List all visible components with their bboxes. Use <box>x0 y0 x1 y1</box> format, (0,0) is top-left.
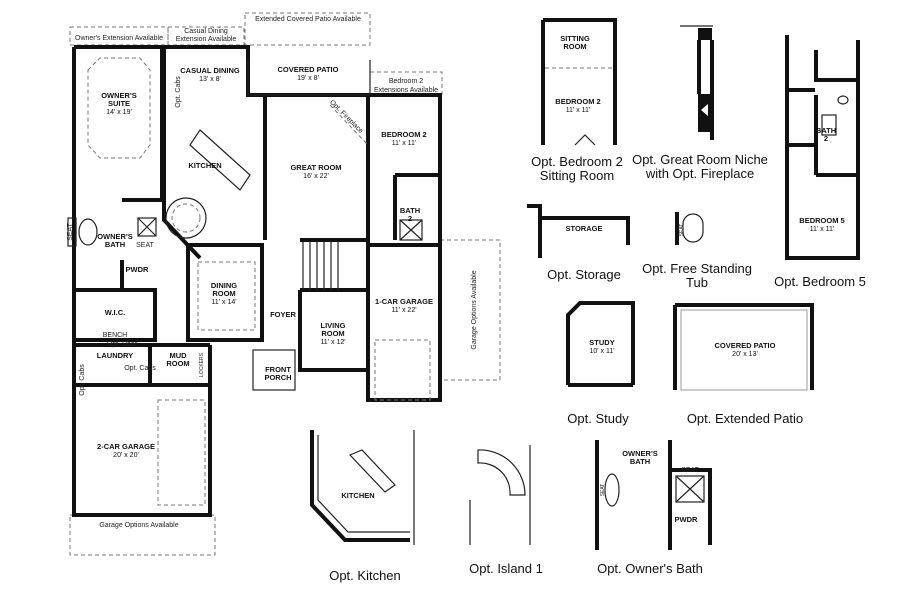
opt-kitchen-label: KITCHEN <box>341 491 374 500</box>
option-great-room-niche: Opt. Great Room Niche with Opt. Fireplac… <box>632 25 768 181</box>
caption-tub-2: Tub <box>686 275 708 290</box>
owners-extension-note: Owner's Extension Available <box>75 35 163 42</box>
two-car-garage-label: 2-CAR GARAGE <box>97 442 155 451</box>
option-bedroom2-sitting-room: SITTING ROOM BEDROOM 2 11' x 11' Opt. Be… <box>531 18 623 183</box>
opt-door-note: Opt. Door <box>107 341 138 348</box>
mud-room-label-2: ROOM <box>166 359 189 368</box>
one-car-garage-dim: 11' x 22' <box>391 307 416 314</box>
front-porch-label: FRONT <box>265 365 291 374</box>
bedroom2-label: BEDROOM 2 <box>381 130 426 139</box>
storage-label: STORAGE <box>566 224 603 233</box>
wic-label: W.I.C. <box>105 308 125 317</box>
lockers-note: LOCKERS <box>199 352 205 377</box>
opt-covered-patio-dim: 20' x 13' <box>732 351 758 358</box>
option-bedroom5: BATH 2 BEDROOM 5 11' x 11' Opt. Bedroom … <box>774 35 866 289</box>
bath2-opt-label: BATH <box>816 126 836 135</box>
great-room-label: GREAT ROOM <box>290 163 341 172</box>
caption-kitchen: Opt. Kitchen <box>329 568 401 583</box>
caption-bedroom2-sitting-2: Sitting Room <box>540 168 614 183</box>
opt-cabs-laundry-note-2: Opt. Cabs <box>124 365 156 372</box>
seat-note-2: SEAT <box>67 222 74 240</box>
caption-owners-bath: Opt. Owner's Bath <box>597 561 703 576</box>
mud-room-label: MUD <box>169 351 187 360</box>
option-extended-patio: COVERED PATIO 20' x 13' Opt. Extended Pa… <box>673 303 814 426</box>
opt-pwdr-label: PWDR <box>675 515 698 524</box>
bedroom2-opt-label: BEDROOM 2 <box>555 97 600 106</box>
dining-room-dim: 11' x 14' <box>211 299 236 306</box>
caption-bedroom2-sitting: Opt. Bedroom 2 <box>531 154 623 169</box>
caption-tub: Opt. Free Standing <box>642 261 752 276</box>
option-owners-bath: OWNER'S BATH SEAT SEAT PWDR Opt. Owner's… <box>595 440 712 576</box>
main-plan-walls <box>67 45 442 517</box>
opt-cabs-kitchen-note: Opt. Cabs <box>175 76 182 108</box>
sitting-room-label-2: ROOM <box>563 42 586 51</box>
caption-bedroom5: Opt. Bedroom 5 <box>774 274 866 289</box>
bedroom2-dim: 11' x 11' <box>392 140 417 147</box>
living-room-dim: 11' x 12' <box>320 339 345 346</box>
opt-owners-bath-seat: SEAT <box>681 467 699 474</box>
front-porch-label-2: PORCH <box>264 373 291 382</box>
living-room-label-2: ROOM <box>321 329 344 338</box>
room-labels: OWNER'S SUITE 14' x 19' CASUAL DINING 13… <box>67 65 433 459</box>
great-room-dim: 16' x 22' <box>303 173 329 180</box>
garage-options-bottom-note: Garage Options Available <box>99 522 178 529</box>
caption-storage: Opt. Storage <box>547 267 621 282</box>
opt-owners-bath-seat-2: SEAT <box>600 484 606 497</box>
caption-island1: Opt. Island 1 <box>469 561 543 576</box>
caption-extended-patio: Opt. Extended Patio <box>687 411 803 426</box>
opt-fireplace-note: Opt. Fireplace <box>328 99 364 135</box>
living-room-label: LIVING <box>320 321 345 330</box>
owners-suite-label: OWNER'S <box>101 91 137 100</box>
option-free-standing-tub: SEAT Opt. Free Standing Tub <box>642 212 752 290</box>
dining-room-label-2: ROOM <box>212 289 235 298</box>
casual-dining-label: CASUAL DINING <box>180 66 240 75</box>
kitchen-label: KITCHEN <box>188 161 221 170</box>
bedroom2-opt-dim: 11' x 11' <box>566 107 591 114</box>
owners-bath-label: OWNER'S <box>97 232 133 241</box>
two-car-garage-dim: 20' x 20' <box>113 452 139 459</box>
study-dim: 10' x 11' <box>589 348 614 355</box>
bath2-label-2: 2 <box>408 214 412 223</box>
pwdr-label: PWDR <box>126 265 149 274</box>
option-storage: STORAGE Opt. Storage <box>527 204 630 282</box>
owners-bath-label-2: BATH <box>105 240 125 249</box>
tub-seat-note: SEAT <box>679 224 685 237</box>
caption-great-room-niche-2: with Opt. Fireplace <box>645 166 754 181</box>
bath2-label: BATH <box>400 206 420 215</box>
casual-dining-dim: 13' x 8' <box>199 76 221 83</box>
bath2-opt-label-2: 2 <box>824 134 828 143</box>
casual-dining-extension-note-2: Extension Available <box>176 36 237 43</box>
caption-great-room-niche: Opt. Great Room Niche <box>632 152 768 167</box>
opt-cabs-laundry-note: Opt. Cabs <box>79 364 86 396</box>
one-car-garage-label: 1-CAR GARAGE <box>375 297 433 306</box>
covered-patio-dim: 19' x 8' <box>297 75 319 82</box>
garage-options-side-note: Garage Options Available <box>471 270 478 349</box>
dining-room-label: DINING <box>211 281 237 290</box>
option-study: STUDY 10' x 11' Opt. Study <box>566 301 635 426</box>
bedroom2-extension-note-2: Extensions Available <box>374 87 438 94</box>
covered-patio-label: COVERED PATIO <box>278 65 339 74</box>
study-label: STUDY <box>589 338 614 347</box>
caption-study: Opt. Study <box>567 411 629 426</box>
option-island1: Opt. Island 1 <box>469 445 543 576</box>
seat-note: SEAT <box>136 242 154 249</box>
extended-patio-note: Extended Covered Patio Available <box>255 16 361 23</box>
foyer-label: FOYER <box>270 310 296 319</box>
owners-suite-label-2: SUITE <box>108 99 130 108</box>
bedroom2-extension-note: Bedroom 2 <box>389 78 423 85</box>
sitting-room-label: SITTING <box>560 34 590 43</box>
laundry-label: LAUNDRY <box>97 351 133 360</box>
casual-dining-extension-note: Casual Dining <box>184 28 228 35</box>
bedroom5-dim: 11' x 11' <box>810 226 835 233</box>
opt-owners-bath-label-2: BATH <box>630 457 650 466</box>
bench-note: BENCH <box>103 332 128 339</box>
option-kitchen: KITCHEN Opt. Kitchen <box>310 430 415 583</box>
opt-owners-bath-label: OWNER'S <box>622 449 658 458</box>
opt-covered-patio-label: COVERED PATIO <box>715 341 776 350</box>
bedroom5-label: BEDROOM 5 <box>799 216 844 225</box>
owners-suite-dim: 14' x 19' <box>106 109 132 116</box>
